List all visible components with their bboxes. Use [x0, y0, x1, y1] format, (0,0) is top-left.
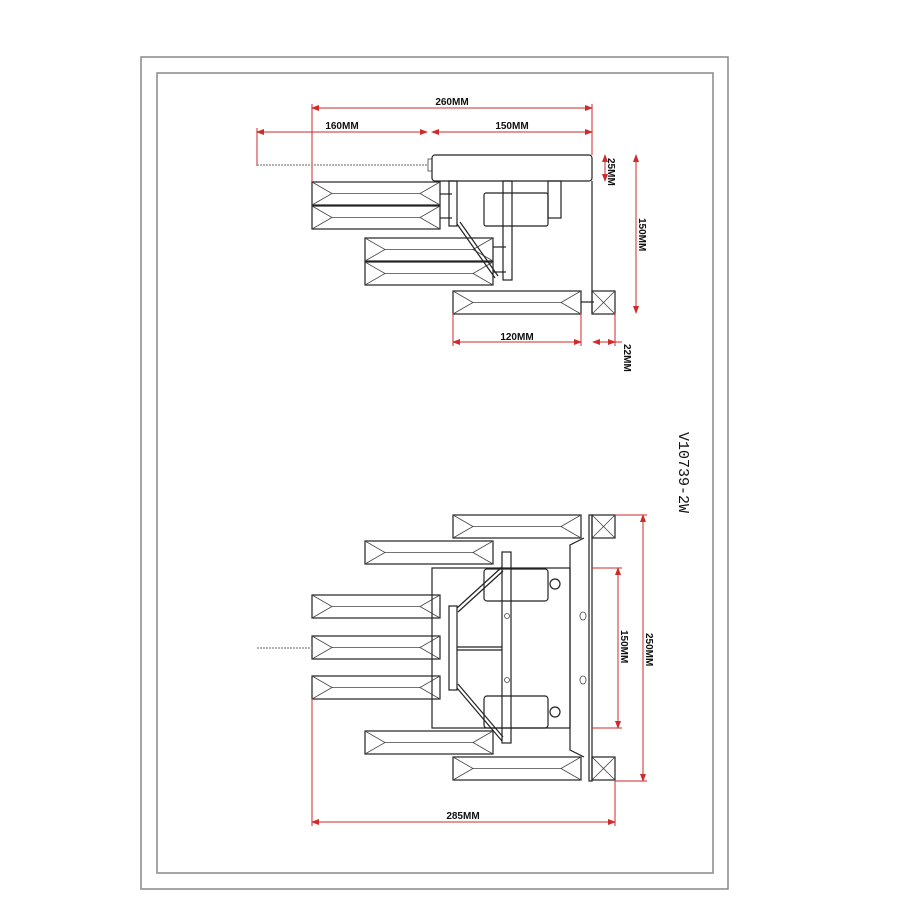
dim-overall-width: 260MM [435, 97, 468, 108]
inner-frame [156, 72, 714, 874]
model-number: V10739-2W [674, 432, 691, 513]
dim-canopy-height: 25MM [605, 158, 616, 186]
dim-box-width: 22MM [621, 344, 632, 372]
dim-canopy-width: 150MM [495, 121, 528, 132]
dim-inner-spacing: 150MM [618, 630, 629, 663]
dim-chain-length: 160MM [325, 121, 358, 132]
dim-overall-height: 250MM [643, 633, 654, 666]
canopy [431, 154, 593, 182]
outer-frame [140, 56, 729, 890]
dim-height: 150MM [636, 218, 647, 251]
top-view: 150MM 250MM 285MM [257, 514, 654, 826]
side-view: 260MM 160MM 150MM 25MM 150MM 120MM 22MM [256, 97, 647, 372]
dim-overall-depth: 285MM [446, 811, 479, 822]
dim-crystal-length: 120MM [500, 332, 533, 343]
